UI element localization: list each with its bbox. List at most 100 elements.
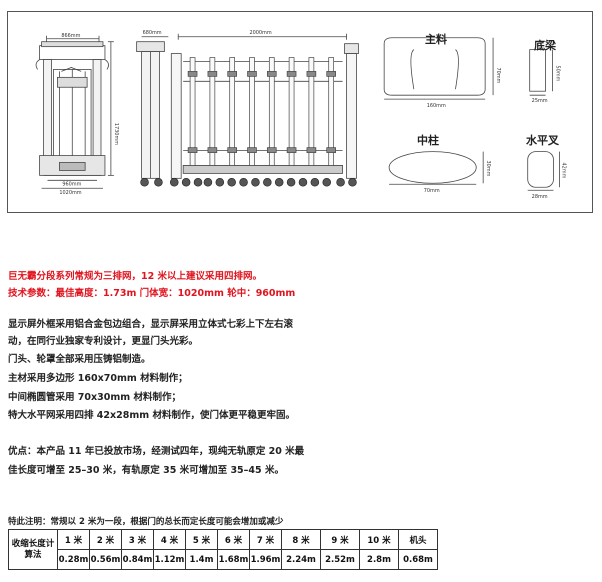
dim-horizontal-fork-height: 42mm [560, 162, 566, 178]
wheel [170, 178, 179, 187]
dim-fence-offset: 680mm [143, 30, 162, 36]
middle-column-profile [388, 151, 484, 185]
picket-joint [227, 147, 237, 153]
wheel [181, 178, 191, 187]
length-cell: 9 米 [320, 529, 360, 550]
middle-column-label: 中柱 [417, 134, 439, 147]
picket-joint [187, 147, 198, 153]
wheel [227, 178, 236, 187]
dim-gate-outer-width: 1020mm [59, 190, 81, 196]
fence-picket [209, 57, 216, 166]
table-row: 收缩长度计算法 1 米 2 米 3 米 4 米 5 米 6 米 7 米 8 米 … [8, 529, 438, 570]
dim-bottom-beam-height: 50mm [554, 65, 560, 81]
picket-joint [326, 147, 336, 153]
picket-joint [306, 147, 317, 153]
main-column-profile [383, 37, 494, 100]
wheel [310, 178, 320, 187]
length-note: 特此注明：常规以 2 米为一段，根据门的总长而定长度可能会增加或减少 [8, 517, 284, 527]
horizontal-fork-profile [527, 151, 560, 191]
wheel [336, 178, 345, 187]
wheel [298, 178, 308, 187]
value-cell: 0.84m [121, 549, 154, 570]
wheel [193, 178, 203, 187]
main-column-label: 主料 [425, 33, 447, 46]
length-cell: 1 米 [57, 529, 90, 550]
value-cell: 0.68m [398, 549, 438, 570]
picket-joint [286, 147, 297, 153]
value-cell: 2.52m [320, 549, 360, 570]
wheel [215, 178, 225, 187]
shrink-length-table: 收缩长度计算法 1 米 2 米 3 米 4 米 5 米 6 米 7 米 8 米 … [8, 529, 438, 570]
length-cell: 机头 [398, 529, 438, 550]
value-cell: 2.8m [359, 549, 399, 570]
picket-joint [207, 147, 218, 153]
picket-joint [207, 71, 218, 77]
wheel [263, 178, 272, 187]
value-cell: 1.4m [185, 549, 218, 570]
value-cell: 1.12m [153, 549, 186, 570]
dim-horizontal-fork-width: 28mm [532, 194, 548, 200]
drawing-frame: 866mm 1730mm 960mm 1020mm 680m [7, 11, 593, 213]
dim-main-column-width: 160mm [427, 103, 446, 109]
wheel [251, 178, 260, 187]
bottom-beam-profile [529, 49, 553, 96]
length-cell: 3 米 [121, 529, 154, 550]
length-cell: 6 米 [217, 529, 250, 550]
length-cell: 4 米 [153, 529, 186, 550]
picket-joint [247, 71, 257, 77]
fence-picket [268, 57, 275, 166]
fence-picket [249, 57, 255, 166]
dim-middle-column-width: 70mm [424, 188, 440, 194]
wheel [322, 178, 331, 187]
dim-gate-height: 1730mm [113, 123, 119, 145]
value-cell: 0.56m [89, 549, 122, 570]
value-cell: 1.68m [217, 549, 250, 570]
fence-picket [328, 57, 335, 166]
length-cell: 5 米 [185, 529, 218, 550]
fence-picket [288, 57, 295, 166]
fence-pickets [187, 57, 336, 166]
fence-picket [229, 57, 236, 166]
tech-params-line: 技术参数：最佳高度：1.73m 门体宽：1020mm 轮中：960mm [8, 288, 296, 299]
wheel [239, 178, 248, 187]
picket-joint [227, 71, 237, 77]
dim-middle-column-height: 30mm [485, 161, 491, 177]
wheel [274, 178, 284, 187]
gate-head-front-view [35, 35, 114, 189]
wheel [348, 178, 357, 187]
horizontal-fork-label: 水平叉 [526, 134, 559, 147]
table-header-cell: 收缩长度计算法 [8, 529, 58, 570]
intro-line-1: 巨无霸分段系列常规为三排网，12 米以上建议采用四排网。 [8, 271, 263, 282]
description-line: 显示屏外框采用铝合金包边组合，显示屏采用立体式七彩上下左右滚 [8, 319, 294, 330]
bottom-beam-label: 底梁 [534, 39, 556, 52]
fence-picket [189, 57, 196, 166]
picket-joint [286, 71, 297, 77]
picket-joint [306, 71, 317, 77]
advantages-line: 优点：本产品 11 年已投放市场，经测试四年，现纯无轨原定 20 米最 [8, 446, 305, 457]
fence-wheels [140, 178, 357, 187]
picket-joint [187, 71, 198, 77]
length-cell: 2 米 [89, 529, 122, 550]
table-row: 0.28m 0.56m 0.84m 1.12m 1.4m 1.68m 1.96m… [9, 549, 438, 570]
picket-joint [326, 71, 336, 77]
advantages-line: 佳长度可增至 25–30 米，有轨原定 35 米可增加至 35–45 米。 [8, 465, 284, 476]
length-cell: 8 米 [281, 529, 321, 550]
fence-side-elevation [136, 33, 359, 179]
picket-joint [247, 147, 257, 153]
picket-joint [266, 147, 277, 153]
wheel [140, 178, 149, 187]
dim-bottom-beam-width: 25mm [532, 98, 548, 104]
description-line: 门头、轮罩全部采用压铸铝制造。 [8, 354, 151, 365]
wheel [154, 178, 163, 187]
description-line: 特大水平网采用四排 42x28mm 材料制作，使门体更平稳更牢固。 [8, 410, 295, 421]
value-cell: 0.28m [57, 549, 90, 570]
description-line: 动，在同行业独家专利设计，更显门头光彩。 [8, 336, 199, 347]
dim-gate-top-width: 866mm [61, 33, 80, 39]
length-cell: 10 米 [359, 529, 399, 550]
value-cell: 1.96m [249, 549, 282, 570]
wheel [286, 178, 296, 187]
fence-picket [308, 57, 315, 166]
dim-main-column-height: 70mm [495, 67, 501, 83]
description-line: 中间椭圆管采用 70x30mm 材料制作； [8, 392, 181, 403]
technical-drawing: 866mm 1730mm 960mm 1020mm 680m [35, 30, 566, 200]
